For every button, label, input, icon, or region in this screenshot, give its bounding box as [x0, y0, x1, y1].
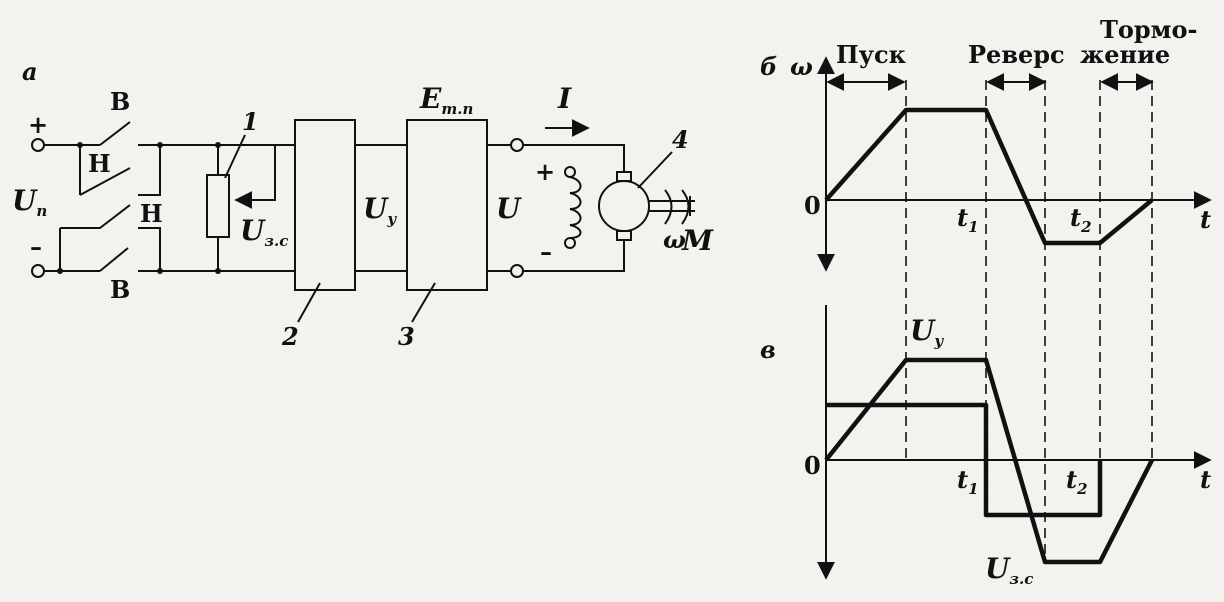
phase-start-label: Пуск [836, 40, 907, 69]
field-minus-sign: – [540, 237, 552, 266]
switch-forward-top [99, 121, 131, 146]
armature-wire-top [523, 144, 625, 172]
field-winding-icon [569, 176, 582, 239]
motor-number-label: 4 [672, 125, 689, 154]
voltage-t2-label: t2 [1066, 465, 1088, 498]
shaft-torque-label: M [681, 224, 714, 257]
rotation-arrow-icon [664, 189, 690, 225]
output-terminal-top [510, 138, 524, 152]
armature-voltage-label: U [496, 192, 522, 225]
thyristor-converter-block-3 [406, 119, 488, 291]
speed-curve [824, 107, 1154, 246]
supply-plus-sign: + [28, 110, 48, 139]
motor-brush-top [616, 171, 632, 182]
phase-brake-label-line2: жение [1080, 40, 1170, 69]
motor-leader [637, 151, 673, 189]
block-2-number-label: 2 [281, 322, 299, 351]
potentiometer-leader [224, 134, 246, 179]
speed-t1-label: t1 [957, 203, 979, 236]
current-label: I [557, 82, 572, 115]
panel-label-v: в [760, 335, 776, 364]
armature-wire-bottom [523, 240, 625, 272]
speed-setpoint-voltage-label: Uз.с [240, 214, 288, 250]
switch-reverse-top [79, 167, 131, 196]
control-voltage-curve [824, 357, 1155, 565]
converter-emf-label: Eт.п [419, 82, 473, 118]
voltage-origin-label: 0 [804, 451, 821, 480]
block-3-leader [411, 282, 436, 323]
potentiometer-1 [206, 174, 230, 238]
switch-forward-top-label: В [110, 87, 130, 116]
shaft-speed-label: ω [663, 225, 686, 254]
control-voltage-curve-label: Uу [910, 314, 944, 350]
supply-minus-sign: – [30, 232, 42, 261]
panel-label-a: а [22, 57, 38, 86]
control-voltage-label: Uу [363, 192, 397, 228]
supply-voltage-label: Uп [12, 184, 47, 220]
switch-reverse-top-label: Н [88, 149, 111, 178]
speed-y-axis-label: ω [790, 52, 813, 81]
junction-dot [215, 142, 221, 148]
potentiometer-wiper [234, 144, 295, 209]
speed-x-axis-label: t [1200, 205, 1211, 234]
block-2-leader [297, 282, 321, 323]
voltage-t1-label: t1 [957, 465, 979, 498]
junction-dot [215, 268, 221, 274]
potentiometer-number-label: 1 [242, 107, 259, 136]
phase-reverse-label: Реверс [968, 40, 1065, 69]
output-terminal-bottom [510, 264, 524, 278]
converter-output-wire [487, 144, 511, 272]
switch-forward-bottom [99, 247, 129, 272]
dc-motor-4-icon [598, 180, 650, 232]
field-terminal [564, 237, 576, 249]
speed-t2-label: t2 [1070, 203, 1092, 236]
switch-reverse-bottom-label: Н [140, 199, 163, 228]
control-block-2 [294, 119, 356, 291]
setpoint-voltage-curve-label: Uз.с [985, 552, 1033, 588]
junction-dot [157, 268, 163, 274]
supply-plus-terminal [31, 138, 45, 152]
switch-output-stub [138, 145, 161, 196]
phase-brake-label-line1: Тормо- [1100, 15, 1197, 44]
junction-dot [157, 142, 163, 148]
panel-label-b: б [760, 52, 777, 81]
switch-forward-bottom-label: В [110, 275, 130, 304]
switch-output-stub [138, 227, 161, 271]
voltage-x-axis-label: t [1200, 465, 1211, 494]
block-3-number-label: 3 [398, 322, 415, 351]
motor-brush-bottom [616, 230, 632, 241]
supply-minus-terminal [31, 264, 45, 278]
field-terminal [564, 166, 576, 178]
speed-origin-label: 0 [804, 191, 821, 220]
switch-reverse-bottom [60, 204, 131, 229]
field-plus-sign: + [535, 157, 555, 186]
